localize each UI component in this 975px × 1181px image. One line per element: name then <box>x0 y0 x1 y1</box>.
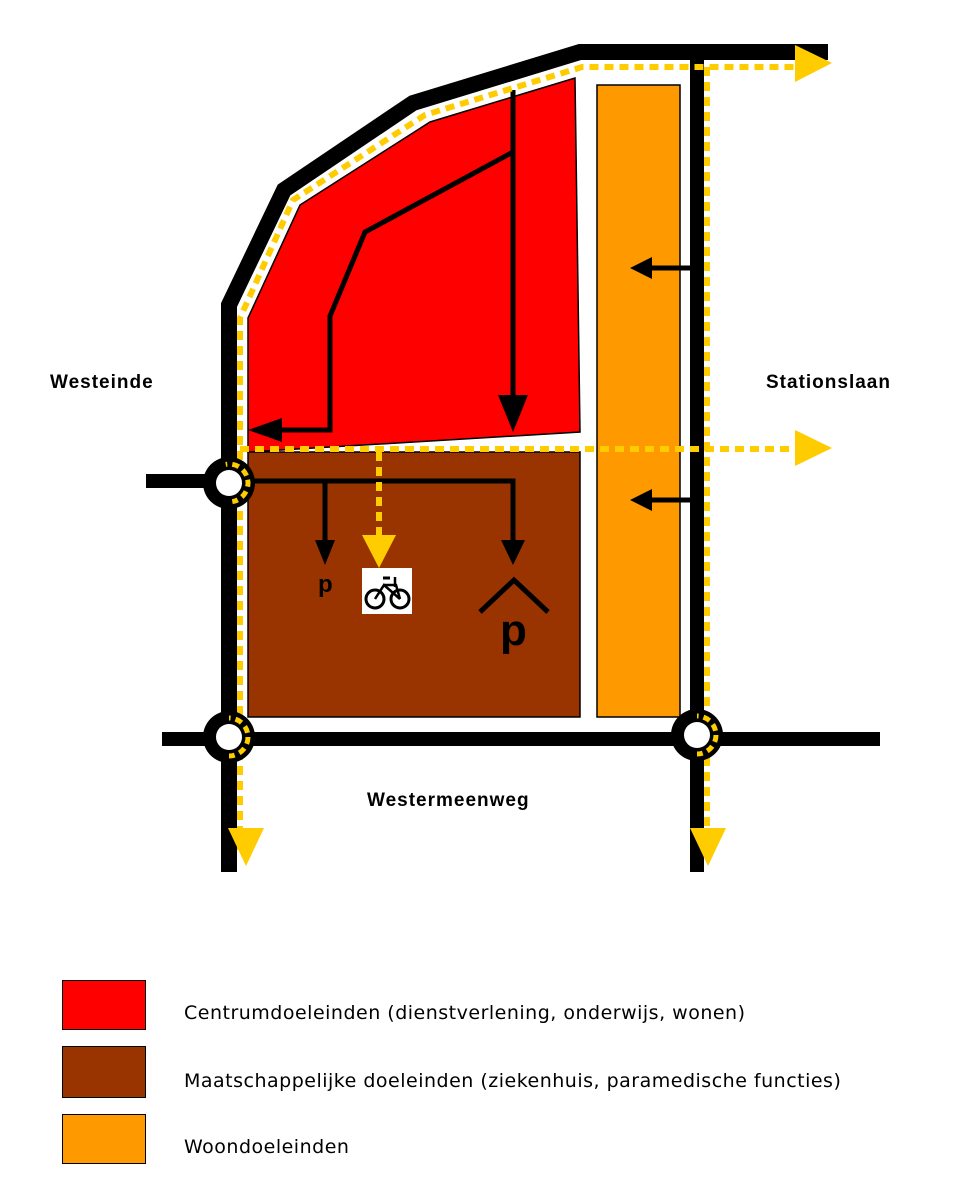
route-arrowheads <box>228 45 832 866</box>
parking-small-marker: p <box>318 571 333 598</box>
street-label-westermeenweg: Westermeenweg <box>367 790 530 811</box>
arrow-icon <box>248 418 282 442</box>
arrow-icon <box>228 828 264 866</box>
bicycle-icon <box>362 568 412 614</box>
arrow-icon <box>362 535 396 568</box>
legend-label-centrum: Centrumdoeleinden (dienstverlening, onde… <box>184 1002 746 1024</box>
arrow-icon <box>630 489 652 511</box>
roundabout-icon <box>203 457 255 509</box>
legend-label-wonen: Woondoeleinden <box>184 1136 350 1158</box>
legend-swatch-wonen <box>62 1114 146 1164</box>
street-label-stationslaan: Stationslaan <box>766 372 891 393</box>
parking-garage-roof <box>478 576 550 614</box>
legend-item-maatschappelijk: Maatschappelijke doeleinden (ziekenhuis,… <box>62 1046 942 1098</box>
arrow-icon <box>795 430 832 466</box>
zoning-map: p p Westeinde Stationslaan Westermeenweg <box>50 44 891 872</box>
arrow-icon <box>690 828 726 866</box>
legend-label-maatschappelijk: Maatschappelijke doeleinden (ziekenhuis,… <box>184 1070 842 1092</box>
street-label-westeinde: Westeinde <box>50 372 154 393</box>
arrow-icon <box>498 395 528 432</box>
access-arrowheads <box>248 257 652 565</box>
roundabouts <box>203 457 723 763</box>
arrow-icon <box>315 540 335 565</box>
arrow-icon <box>630 257 652 279</box>
arrow-icon <box>501 540 525 565</box>
legend-swatch-centrum <box>62 980 146 1030</box>
internal-access-roads <box>248 90 690 553</box>
legend-item-wonen: Woondoeleinden <box>62 1114 942 1166</box>
roundabout-icon <box>671 709 723 761</box>
wonen-area <box>596 84 681 718</box>
legend-item-centrum: Centrumdoeleinden (dienstverlening, onde… <box>62 980 942 1032</box>
maatschappelijk-area <box>247 451 581 718</box>
road-westeinde <box>221 44 828 872</box>
parking-large-marker: p <box>500 606 527 655</box>
legend-swatch-maatschappelijk <box>62 1046 146 1098</box>
roundabout-icon <box>203 711 255 763</box>
centrum-area <box>247 76 581 453</box>
arrow-icon <box>795 45 832 82</box>
